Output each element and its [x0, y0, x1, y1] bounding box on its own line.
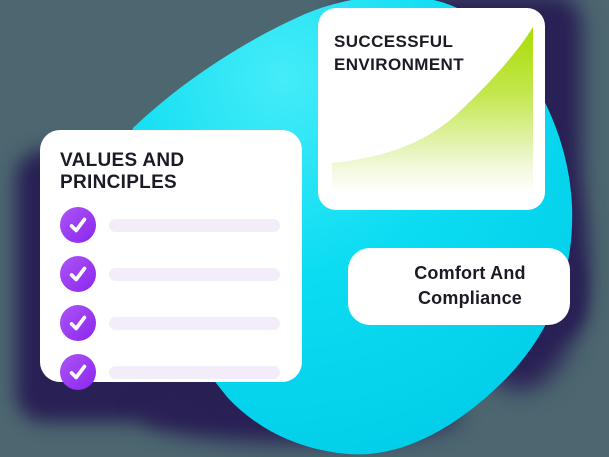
check-icon: [60, 305, 96, 341]
list-item-placeholder-bar: [109, 267, 280, 281]
comfort-card: Comfort And Compliance: [348, 248, 570, 325]
values-card: VALUES AND PRINCIPLES: [40, 130, 302, 390]
list-item-placeholder-bar: [109, 218, 280, 232]
check-icon: [60, 207, 96, 243]
comfort-title-line2: Compliance: [417, 288, 523, 308]
growth-area-chart: [332, 27, 533, 193]
checklist-item: [60, 256, 282, 292]
environment-card-title: SUCCESSFUL ENVIRONMENT: [334, 30, 464, 76]
environment-title-line1: SUCCESSFUL: [334, 32, 454, 51]
list-item-placeholder-bar: [109, 316, 280, 330]
checklist-item: [60, 305, 282, 341]
checklist-item: [60, 354, 282, 390]
values-card-title: VALUES AND PRINCIPLES: [60, 150, 185, 193]
list-item-placeholder-bar: [109, 365, 280, 379]
check-icon: [60, 354, 96, 390]
environment-title-line2: ENVIRONMENT: [334, 55, 465, 74]
environment-card: SUCCESSFUL ENVIRONMENT: [318, 8, 545, 210]
comfort-title-line1: Comfort And: [414, 263, 526, 283]
comfort-card-title: Comfort And Compliance: [390, 261, 550, 311]
checklist-item: [60, 207, 282, 243]
check-icon: [60, 256, 96, 292]
